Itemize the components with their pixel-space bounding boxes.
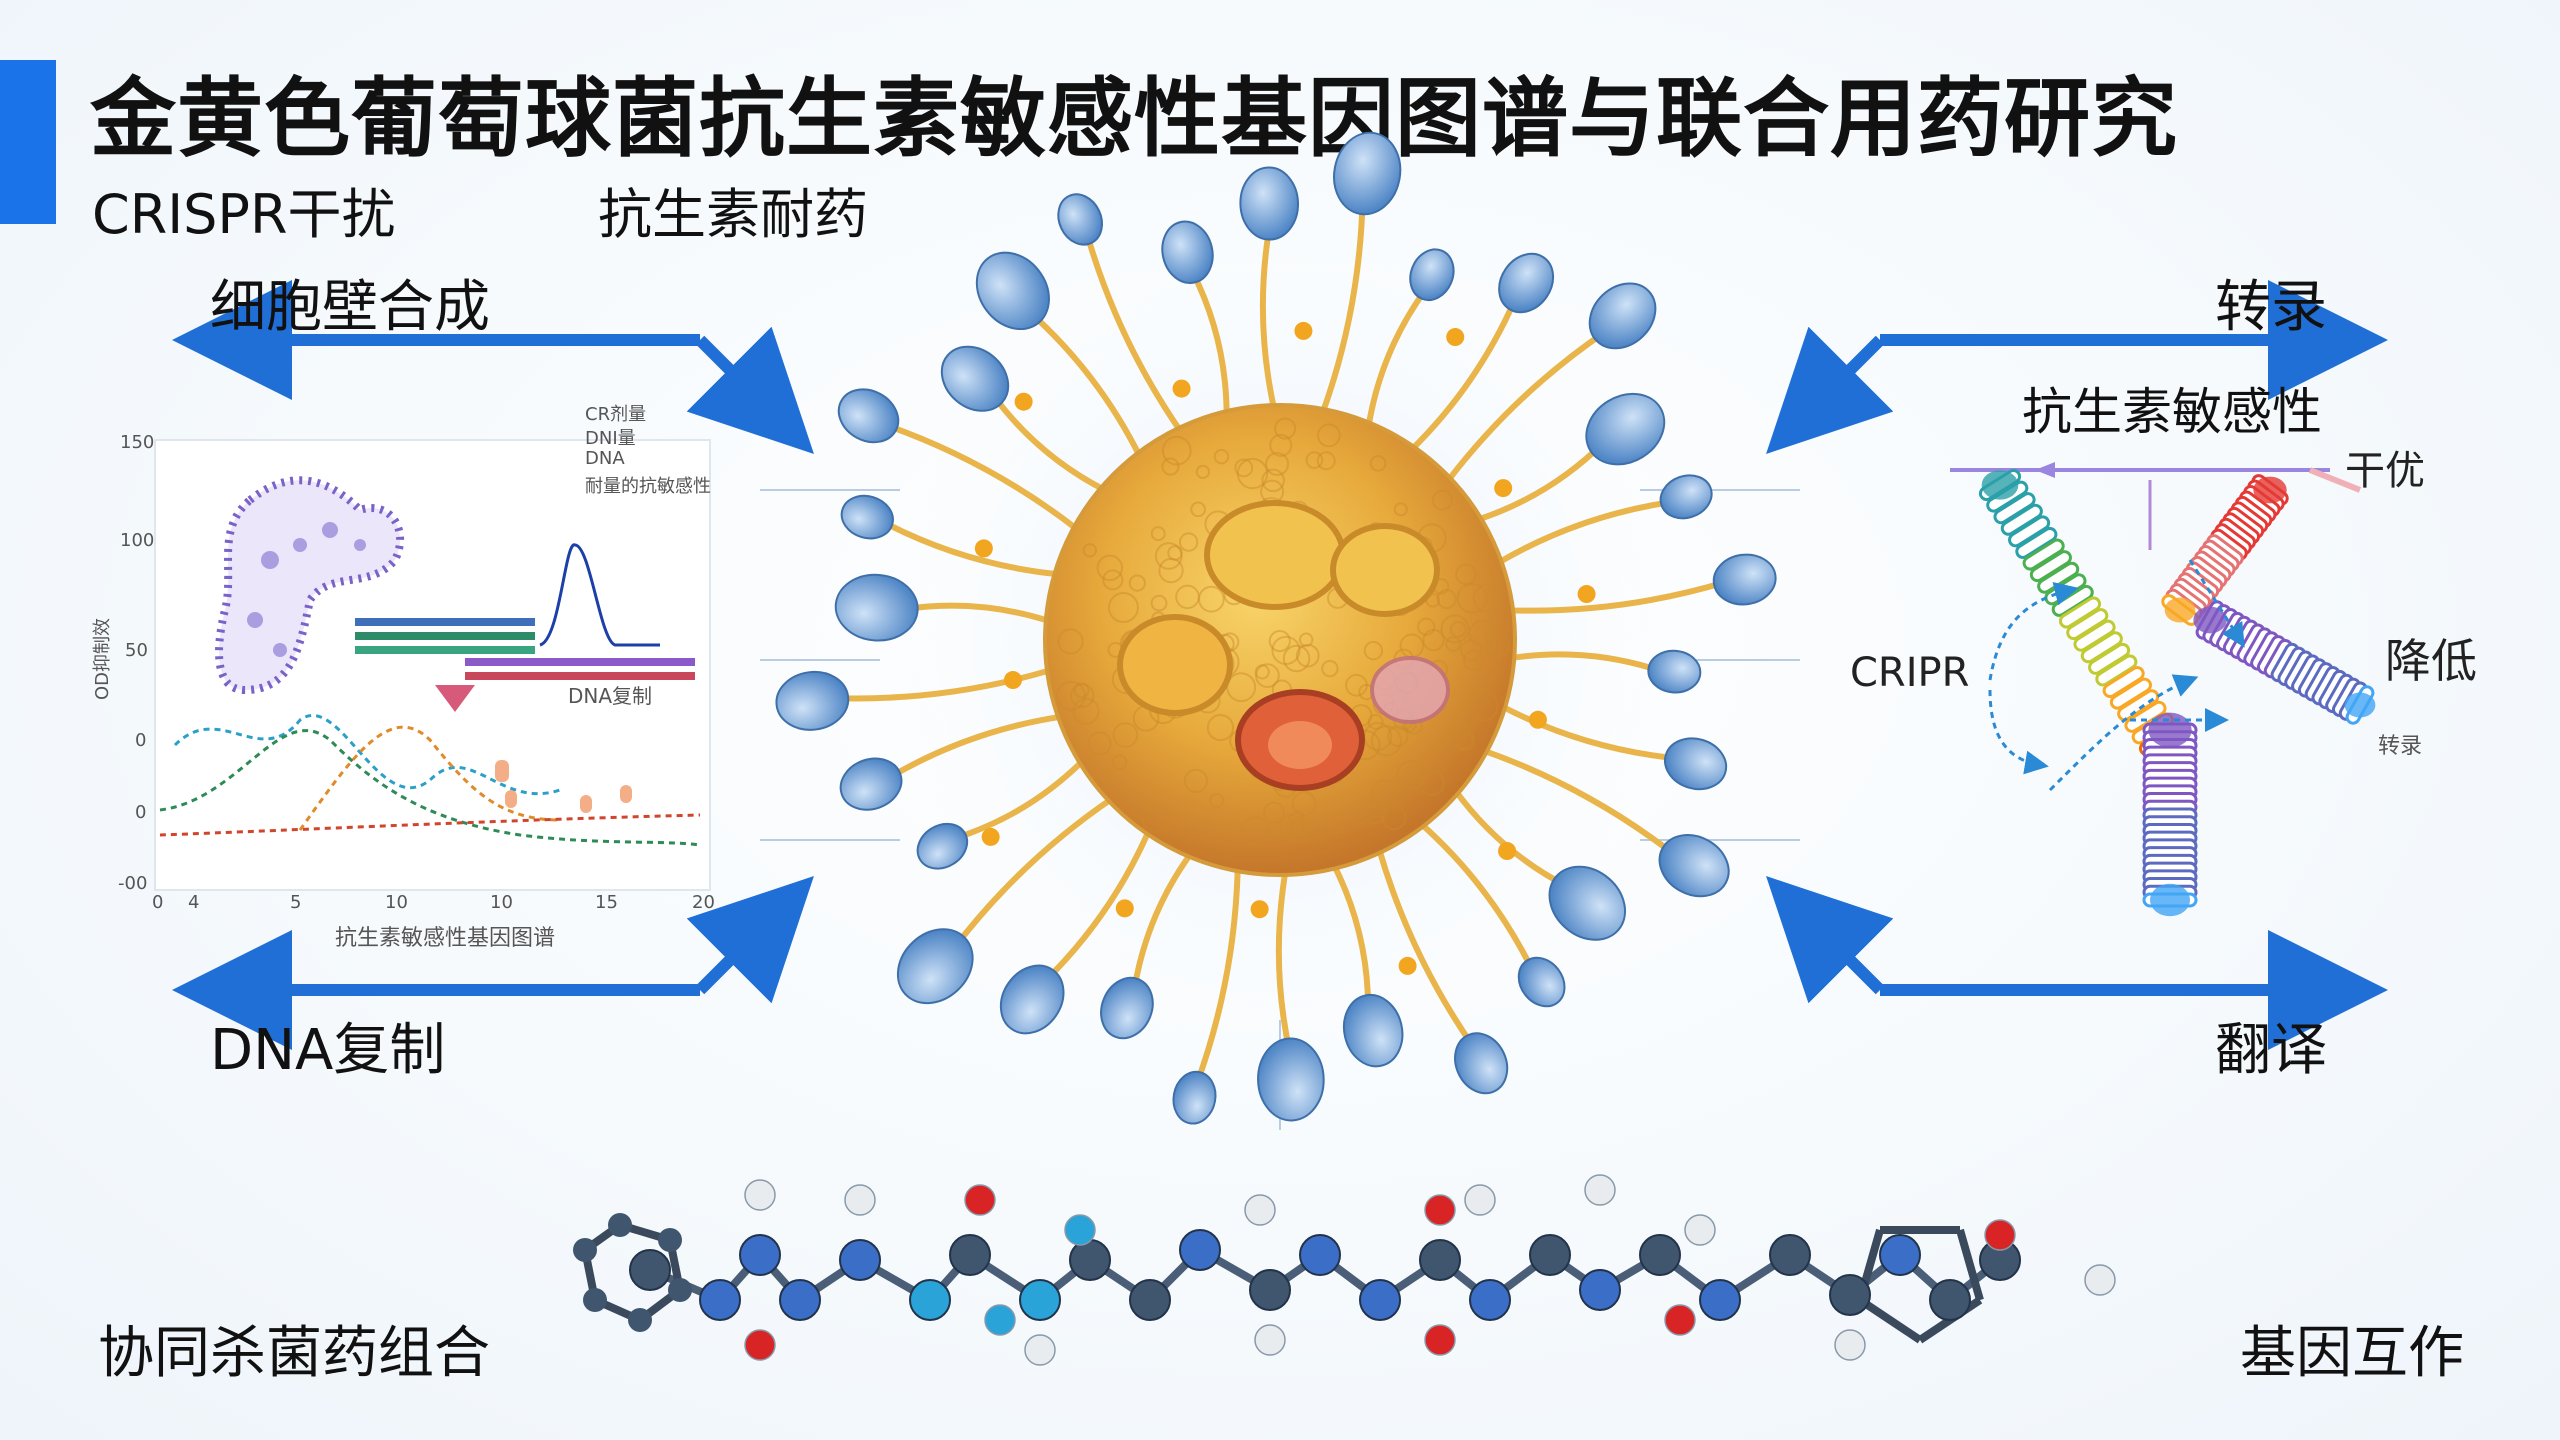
chart-legend-1: DNI量 — [585, 428, 636, 449]
chart-legend-3: 耐量的抗敏感性 — [585, 476, 711, 497]
stalk-bulb — [1057, 193, 1104, 246]
chart-legend-2: DNA — [585, 448, 625, 469]
stalk-bulb — [837, 388, 900, 444]
label-cell-wall-synthesis: 细胞壁合成 — [210, 275, 490, 340]
stalk-bulb — [775, 670, 850, 731]
label-cripr: CRIPR — [1850, 650, 1970, 696]
chart-xtick-2: 5 — [290, 892, 302, 913]
chart-ytick-4: 0 — [135, 802, 147, 823]
chart-ytick-3: 0 — [135, 730, 147, 751]
title-accent-bar — [0, 60, 56, 224]
chart-triangle-marker — [435, 685, 475, 712]
label-interference: 干优 — [2345, 448, 2425, 494]
label-antibiotic-sensitivity: 抗生素敏感性 — [2022, 383, 2322, 441]
left-chart — [154, 439, 711, 891]
stalk-bulb — [839, 757, 903, 811]
label-helix-small: 转录 — [2378, 734, 2423, 759]
chart-ylabel: OD抑制效 — [92, 617, 113, 700]
chart-ytick-0: 150 — [120, 432, 155, 453]
stalk-bulb — [1409, 248, 1455, 302]
stalk-bulb — [1647, 649, 1702, 694]
label-reduce: 降低 — [2385, 634, 2477, 688]
chart-legend-0: CR剂量 — [585, 404, 647, 425]
label-synergy-combination: 协同杀菌药组合 — [98, 1321, 490, 1386]
chart-peak-line — [539, 543, 660, 647]
stalk-bulb — [1342, 993, 1404, 1068]
stalk-bulb — [1548, 865, 1627, 941]
process-arrows — [172, 280, 2388, 1050]
label-dna-replication: DNA复制 — [210, 1018, 446, 1083]
stalk-bulb — [840, 494, 894, 540]
stalk-bulb — [1257, 1037, 1325, 1122]
label-gene-interaction: 基因互作 — [2240, 1321, 2464, 1386]
chart-xlabel: 抗生素敏感性基因图谱 — [335, 926, 556, 951]
stalk-bulb — [1658, 834, 1730, 898]
bean-cell-icon — [215, 476, 404, 695]
right-helix-diagram — [1950, 462, 2376, 917]
chart-ytick-2: 50 — [125, 640, 148, 661]
chart-xtick-4: 10 — [490, 892, 513, 913]
stalk-bulb — [999, 964, 1065, 1035]
label-transcription: 转录 — [2215, 275, 2327, 340]
stalk-bulb — [1517, 956, 1566, 1008]
stalk-bulb — [1172, 1070, 1217, 1125]
stalk-bulb — [1659, 474, 1713, 520]
stalk-bulb — [1585, 392, 1666, 466]
stalk-bulb — [1333, 131, 1402, 216]
molecule-chain — [573, 1174, 2116, 1366]
stalk-bulb — [916, 822, 969, 870]
stalk-bulb — [1712, 553, 1777, 606]
stalk-bulb — [834, 573, 919, 642]
stalk-bulb — [1161, 220, 1214, 284]
staph-bacterium — [1043, 403, 1517, 877]
label-translation: 翻译 — [2215, 1018, 2327, 1083]
chart-bars — [355, 618, 695, 680]
subtitle-resistance: 抗生素耐药 — [598, 183, 868, 246]
stalk-bulb — [896, 928, 974, 1005]
chart-xtick-3: 10 — [385, 892, 408, 913]
stalk-bulb — [1100, 976, 1154, 1040]
stalk-bulb — [1239, 166, 1300, 241]
stalk-bulb — [1588, 282, 1657, 350]
stalk-bulb — [975, 251, 1050, 331]
chart-annotation: DNA复制 — [568, 684, 653, 708]
page-title: 金黄色葡萄球菌抗生素敏感性基因图谱与联合用药研究 — [90, 69, 2178, 169]
stalk-bulb — [1498, 252, 1555, 314]
chart-ytick-1: 100 — [120, 530, 155, 551]
stalk-bulb — [940, 345, 1010, 412]
bacterium-stalks — [775, 131, 1777, 1125]
chart-xtick-6: 20 — [692, 892, 715, 913]
subtitle-crispr: CRISPR干扰 — [92, 183, 396, 246]
stalk-bulb — [1664, 737, 1728, 791]
chart-xtick-1: 4 — [188, 892, 200, 913]
chart-xtick-0: 0 — [152, 892, 164, 913]
chart-ytick-5: -00 — [118, 873, 148, 894]
stalk-bulb — [1454, 1032, 1509, 1095]
chart-xtick-5: 15 — [595, 892, 618, 913]
